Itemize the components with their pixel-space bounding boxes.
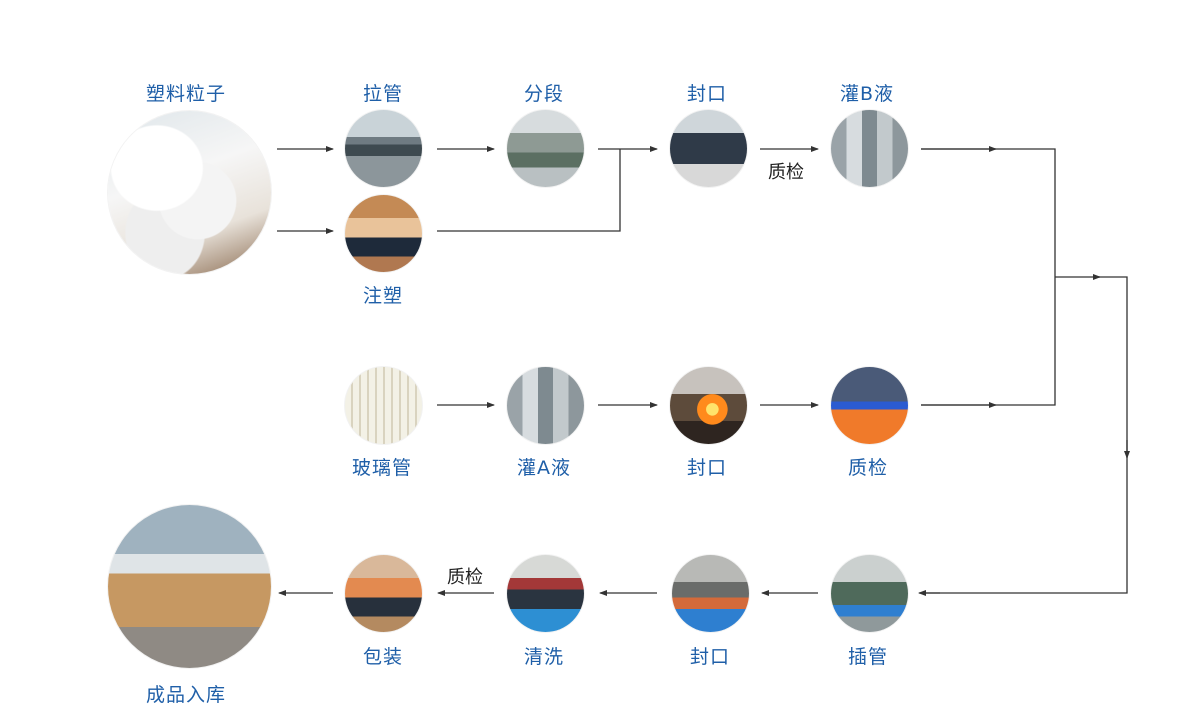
label-fill-b: 灌B液 <box>840 83 895 105</box>
tube-drawing-photo <box>345 110 422 187</box>
segmenting-machine-photo <box>507 110 584 187</box>
glass-tubes-photo <box>345 367 422 444</box>
line-merge-down <box>1098 276 1128 455</box>
label-segmenting: 分段 <box>524 83 565 105</box>
note-qc-top: 质检 <box>768 162 804 183</box>
label-pack: 包装 <box>363 646 404 668</box>
label-fill-a: 灌A液 <box>517 457 571 479</box>
line-fillb-to-merge <box>921 148 1056 406</box>
flame-sealing-photo <box>670 367 747 444</box>
plastic-pellets-photo <box>108 111 271 274</box>
line-injection-to-seal <box>437 149 621 232</box>
filling-machine-a-photo <box>507 367 584 444</box>
inspection-photo <box>831 367 908 444</box>
washing-photo <box>507 555 584 632</box>
filling-machine-b-photo <box>831 110 908 187</box>
label-seal-mid: 封口 <box>687 457 728 479</box>
label-warehouse: 成品入库 <box>146 684 227 706</box>
label-insert: 插管 <box>848 646 889 668</box>
note-qc-bottom: 质检 <box>447 567 483 588</box>
label-inspect-mid: 质检 <box>848 457 889 479</box>
label-tube-drawing: 拉管 <box>363 83 404 105</box>
label-plastic-pellets: 塑料粒子 <box>146 83 227 105</box>
label-seal-bottom: 封口 <box>690 646 731 668</box>
sealing-line-photo <box>672 555 749 632</box>
packaging-photo <box>345 555 422 632</box>
tube-insertion-photo <box>831 555 908 632</box>
label-seal-top: 封口 <box>687 83 728 105</box>
warehouse-photo <box>108 505 271 668</box>
line-down-to-insert <box>925 455 1128 594</box>
label-glass-tube: 玻璃管 <box>352 457 413 479</box>
injection-molding-photo <box>345 195 422 272</box>
label-injection: 注塑 <box>363 285 404 307</box>
label-wash: 清洗 <box>524 646 565 668</box>
sealing-workers-photo <box>670 110 747 187</box>
